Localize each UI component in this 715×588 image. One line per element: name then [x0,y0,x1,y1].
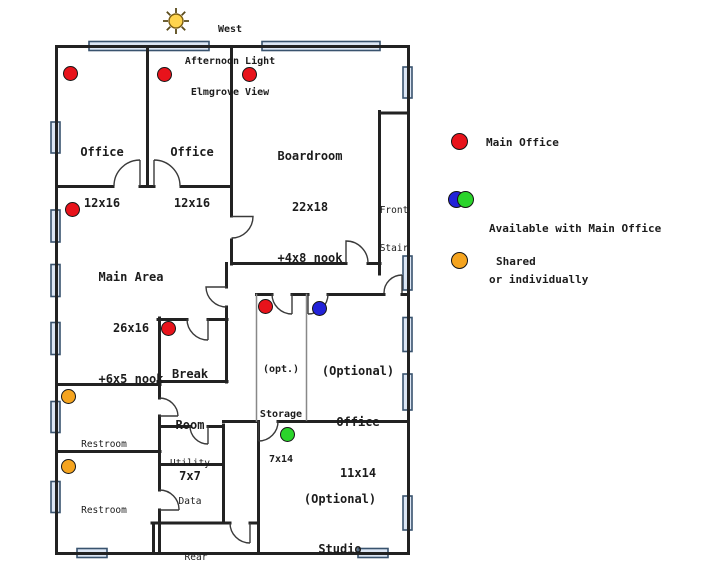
doors [113,159,403,544]
room-label-boardroom: Boardroom 22x18 +4x8 nook [277,149,343,265]
marker-red-office1 [62,65,78,81]
marker-red-storage [257,298,273,314]
door-rear-stair [229,522,251,544]
room-label-restroom-upper: Restroom [81,439,127,450]
door-storage [271,293,293,315]
marker-red-main-area [64,201,80,217]
marker-green-studio [279,426,295,442]
marker-orange-restroom-lower [60,458,76,474]
room-label-office1: Office 12x16 [80,145,124,210]
room-label-optional-office: (Optional) Office 11x14 [321,364,395,480]
room-label-utility: Utility Data [169,458,211,507]
legend-label-available: Available with Main Office or individual… [489,222,662,286]
door-utility [189,425,209,445]
marker-red-office2 [157,66,172,82]
compass-line: Afternoon Light [184,55,276,67]
room-label-front-stair: Front Stair [379,205,409,254]
room-label-rear-stair: Rear Stair [184,552,208,563]
room-label-studio: (Optional) Studio Room 18x16 [303,492,377,556]
compass-line: Elmgrove View [190,87,270,98]
room-label-restroom-lower: Restroom [81,505,127,516]
marker-blue-optional-office [311,300,327,316]
marker-orange-restroom-upper [60,388,76,404]
door-main-area [205,286,227,308]
room-label-office2: Office 12x16 [170,145,214,210]
legend-orange-dot [451,252,468,269]
legend-label-shared: Shared [496,255,536,268]
legend-green-dot [457,190,474,208]
door-office2 [153,159,181,187]
door-front-stair [345,240,369,264]
sun-icon [163,8,189,34]
marker-red-boardroom [241,66,257,82]
door-restroom-upper [159,397,179,417]
room-label-main-area: Main Area 26x16 +6x5 nook [98,270,164,386]
legend-label-main-office: Main Office [486,136,559,149]
door-office1 [113,159,141,187]
door-studio [257,420,279,442]
marker-red-break-room [160,320,176,336]
door-restroom-lower [159,489,180,511]
door-boardroom [231,215,254,239]
walls [55,45,410,555]
compass-note: West Afternoon Light Elmgrove View [185,4,275,120]
door-break-room [186,318,209,341]
door-office-hall [383,274,403,294]
legend-red-dot [451,133,468,150]
room-label-break-room: Break Room 7x7 [171,367,209,483]
compass-line: West [217,24,243,35]
room-label-storage: (opt.) Storage 7x14 [259,364,303,465]
